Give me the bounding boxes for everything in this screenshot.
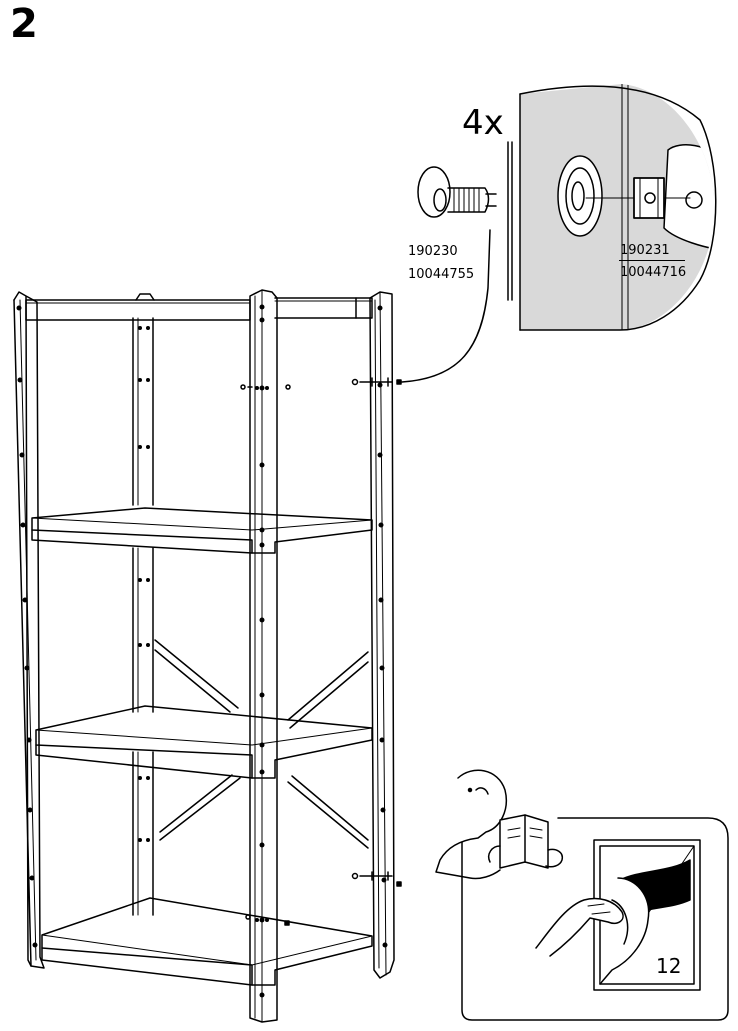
nut-code-1: 190231 xyxy=(620,243,670,258)
nut-code-2: 10044716 xyxy=(620,265,687,280)
nut-icon xyxy=(633,177,665,219)
cross-brace-right xyxy=(287,651,369,849)
screw-markers xyxy=(240,377,402,926)
nut-code-divider xyxy=(619,260,685,261)
screw-code-1: 190230 xyxy=(408,244,458,259)
screw-icon xyxy=(417,166,497,218)
page-reference: 12 xyxy=(656,954,682,978)
tip-box xyxy=(435,769,729,1021)
panel-edge xyxy=(507,141,513,301)
right-end-post xyxy=(369,291,395,979)
top-frame xyxy=(25,297,373,321)
detail-magnifier xyxy=(519,84,717,331)
person-reading-manual-icon xyxy=(435,769,564,880)
cross-brace-left xyxy=(154,639,241,841)
front-middle-post xyxy=(249,289,278,1023)
back-left-post xyxy=(132,293,155,916)
step-number: 2 xyxy=(10,1,38,47)
shelving-unit xyxy=(13,289,402,1023)
post-holes xyxy=(16,304,388,998)
screw-code-2: 10044755 xyxy=(408,267,475,282)
quantity-label: 4x xyxy=(462,103,504,143)
shelf-2 xyxy=(35,705,373,779)
front-left-post xyxy=(13,291,45,969)
callout-leader xyxy=(401,229,491,383)
shelf-bottom xyxy=(41,897,373,986)
manual-page-icon xyxy=(535,839,701,991)
shelf-1 xyxy=(31,507,373,554)
